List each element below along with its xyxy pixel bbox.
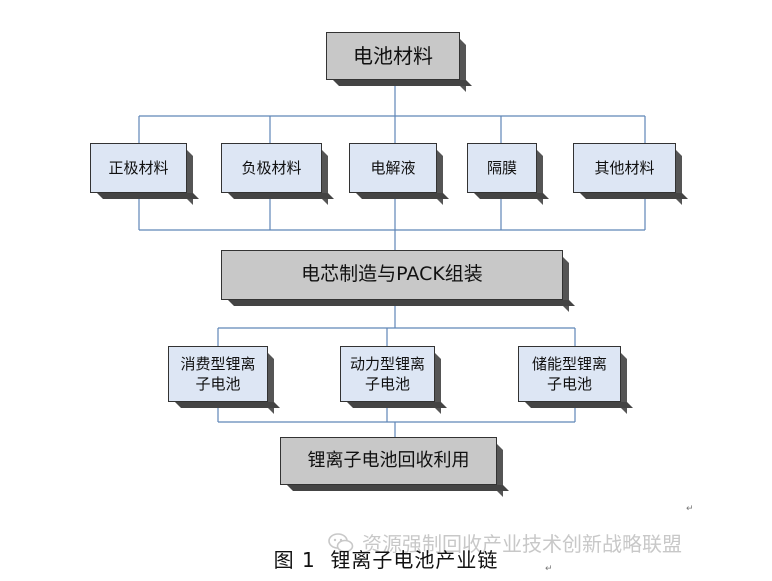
application-box-consumer: 消费型锂离子电池 bbox=[168, 346, 268, 402]
material-label: 正极材料 bbox=[108, 158, 169, 177]
application-label: 动力型锂离子电池 bbox=[349, 354, 425, 393]
battery-recycling-label: 锂离子电池回收利用 bbox=[307, 449, 470, 471]
application-label: 储能型锂离子电池 bbox=[531, 354, 607, 393]
figure-caption: 图 1 锂离子电池产业链 bbox=[0, 544, 772, 573]
return-mark-icon: ↵ bbox=[686, 504, 694, 514]
application-box-storage: 储能型锂离子电池 bbox=[518, 346, 621, 402]
material-label: 电解液 bbox=[370, 158, 416, 177]
return-mark-icon: ↵ bbox=[545, 564, 553, 574]
battery-recycling-box: 锂离子电池回收利用 bbox=[280, 437, 497, 485]
material-label: 其他材料 bbox=[594, 158, 655, 177]
material-box-separator: 隔膜 bbox=[467, 143, 537, 193]
watermark: 资源强制回收产业技术创新战略联盟 bbox=[328, 528, 682, 557]
material-box-electrolyte: 电解液 bbox=[349, 143, 437, 193]
cell-manufacturing-label: 电芯制造与PACK组装 bbox=[301, 263, 483, 286]
battery-materials-box: 电池材料 bbox=[326, 32, 460, 80]
battery-materials-label: 电池材料 bbox=[353, 43, 433, 68]
material-box-cathode: 正极材料 bbox=[90, 143, 187, 193]
wechat-icon bbox=[328, 532, 354, 552]
material-label: 负极材料 bbox=[241, 158, 302, 177]
cell-manufacturing-pack-box: 电芯制造与PACK组装 bbox=[221, 250, 563, 300]
material-box-other: 其他材料 bbox=[573, 143, 676, 193]
watermark-text: 资源强制回收产业技术创新战略联盟 bbox=[362, 532, 682, 556]
figure-caption-text: 图 1 锂离子电池产业链 bbox=[273, 548, 499, 572]
application-label: 消费型锂离子电池 bbox=[180, 354, 256, 393]
application-box-power: 动力型锂离子电池 bbox=[340, 346, 435, 402]
material-box-anode: 负极材料 bbox=[221, 143, 322, 193]
material-label: 隔膜 bbox=[486, 158, 517, 177]
